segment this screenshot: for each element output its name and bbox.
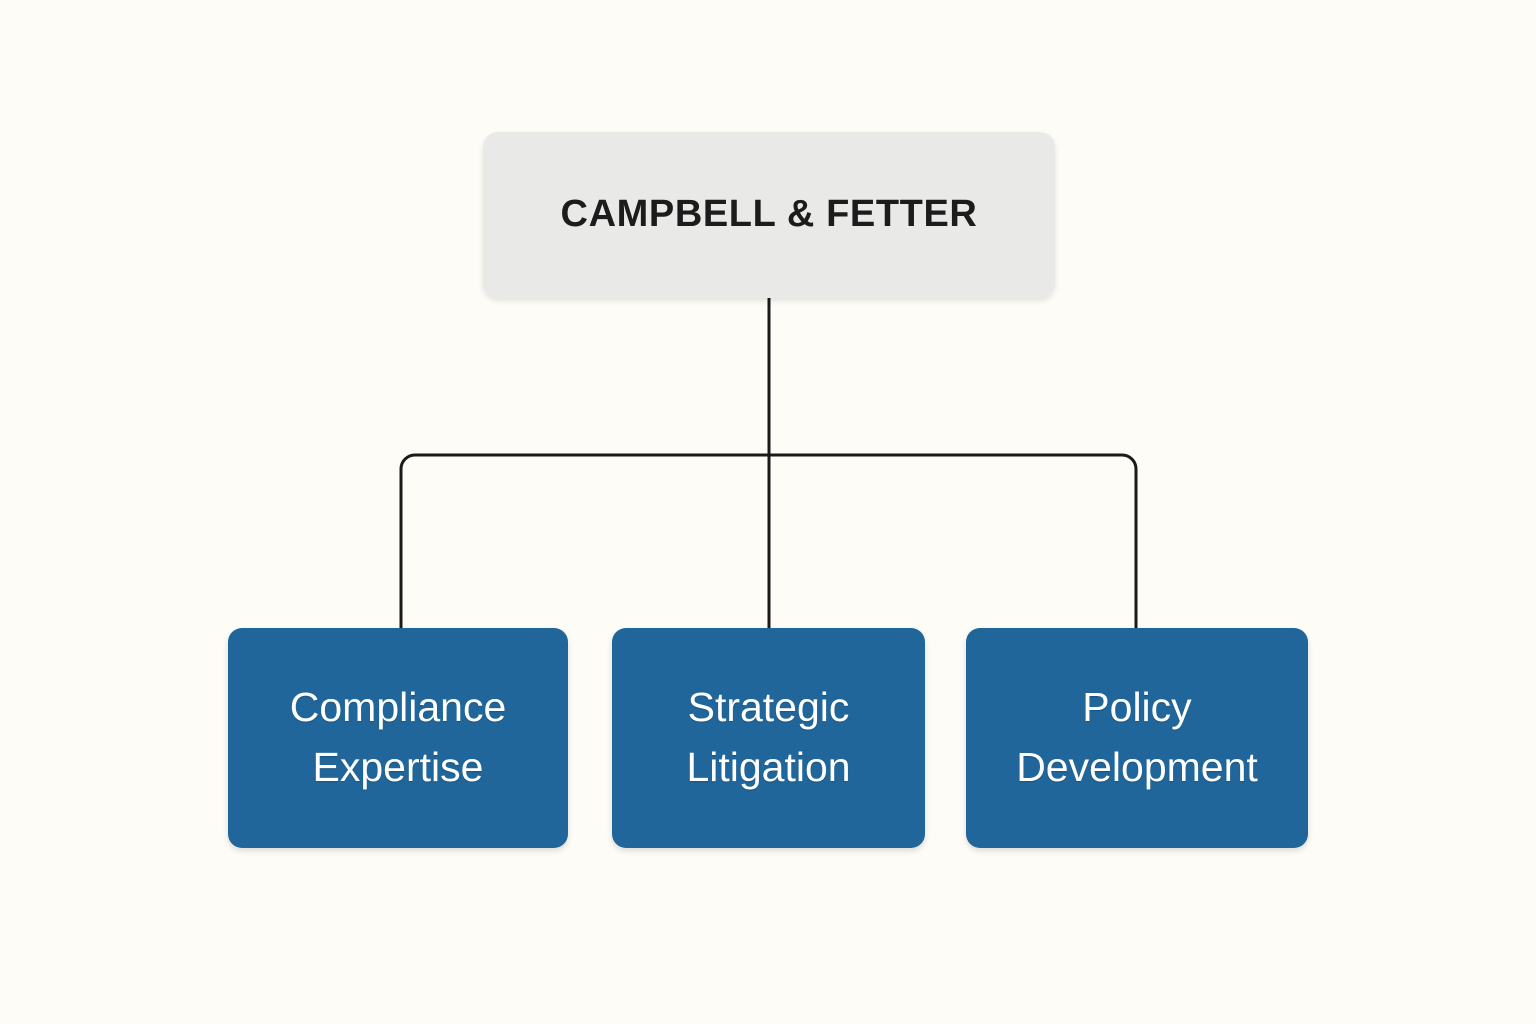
child-node-label-line1: Compliance (289, 684, 507, 731)
child-node-label-line1: Policy (1082, 684, 1192, 731)
child-node-label-line1: Strategic (687, 684, 850, 731)
child-node-label-line2: Development (1016, 744, 1258, 790)
child-node-label-line2: Expertise (312, 744, 484, 790)
connector-to-child-2 (769, 453, 1138, 628)
connector-to-child-0 (399, 453, 769, 628)
root-node-label: CAMPBELL & FETTER (560, 193, 978, 236)
root-node-campbell-and-fetter[interactable]: CAMPBELL & FETTER (483, 132, 1055, 298)
child-node-label-line2: Litigation (686, 744, 851, 790)
